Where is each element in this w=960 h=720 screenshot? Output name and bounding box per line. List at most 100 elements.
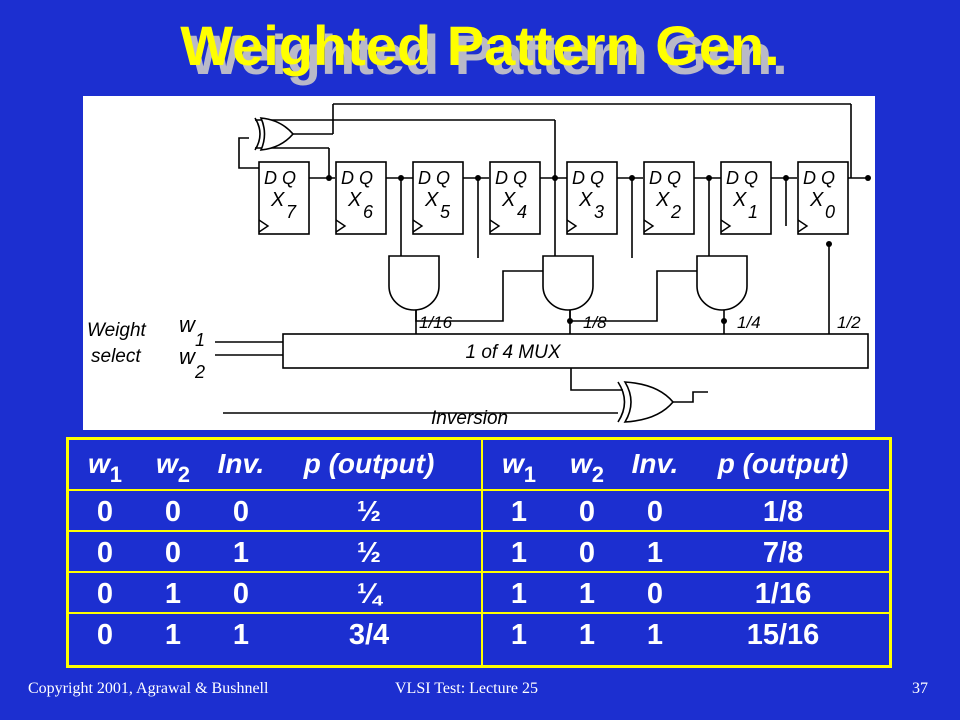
table-cell: 0 — [646, 578, 664, 610]
mux-box — [282, 333, 869, 369]
header-w1-sub: 1 — [109, 462, 123, 487]
flipflop-box — [797, 161, 849, 235]
clock-triangle-icon — [566, 219, 578, 233]
header-p-output: p (output) — [303, 448, 435, 479]
table-cell: 0 — [96, 619, 114, 651]
flipflop-dq-label: D Q — [341, 168, 373, 188]
header-w1-sub: 1 — [523, 462, 537, 487]
header-w2-main: w — [155, 448, 178, 479]
table-cell: 0 — [164, 496, 182, 528]
table-cell: 1 — [164, 578, 182, 610]
clock-triangle-icon — [720, 219, 732, 233]
table-hline — [69, 489, 889, 491]
flipflop-name: X — [578, 189, 593, 211]
table-cell: 1 — [578, 578, 596, 610]
flipflop-name: X — [655, 189, 670, 211]
and-gate-2 — [542, 255, 594, 311]
flipflop-box — [720, 161, 772, 235]
clock-triangle-icon — [489, 219, 501, 233]
table-cell: 1 — [646, 619, 664, 651]
table-cell: 1 — [510, 537, 528, 569]
table-cell: 1 — [232, 619, 250, 651]
flipflop-subscript: 7 — [286, 202, 297, 222]
flipflop: D QX1 — [720, 161, 772, 235]
header-w2: w2 — [557, 449, 617, 488]
xor-top-gate — [259, 117, 295, 151]
table-cell: 3/4 — [348, 619, 390, 651]
and-gate-3 — [696, 255, 748, 311]
mux-label: 1 of 4 MUX — [465, 342, 561, 363]
table-cell: 0 — [96, 537, 114, 569]
table-cell: 0 — [96, 578, 114, 610]
flipflop-box — [643, 161, 695, 235]
table-cell: 0 — [578, 496, 596, 528]
table-cell: 0 — [232, 496, 250, 528]
prob-label-4: 1/2 — [837, 313, 861, 332]
flipflop-box — [489, 161, 541, 235]
flipflop-name: X — [501, 189, 516, 211]
table-cell: 1 — [232, 537, 250, 569]
header-w1: w1 — [75, 448, 135, 488]
clock-triangle-icon — [335, 219, 347, 233]
table-cell: 1/16 — [754, 578, 812, 610]
title-text: Weighted Pattern Gen. — [180, 14, 780, 77]
weight-label-line1: Weight — [87, 320, 147, 341]
slide-title: Weighted Pattern Gen. Weighted Pattern G… — [0, 0, 960, 92]
header-w2-sub: 2 — [591, 462, 605, 487]
table-cell: 1 — [578, 619, 596, 651]
table-cell: 1 — [510, 619, 528, 651]
footer-page-number: 37 — [912, 680, 928, 697]
clock-triangle-icon — [258, 219, 270, 233]
header-w2-sub: 2 — [177, 462, 191, 487]
w1-main: w — [179, 312, 197, 337]
header-w1: w1 — [489, 448, 549, 488]
flipflop-name: X — [270, 189, 285, 211]
table-cell: ½ — [356, 537, 382, 569]
w2-sub: 2 — [194, 362, 205, 382]
flipflop: D QX3 — [566, 161, 618, 235]
table-cell: 1 — [646, 537, 664, 569]
flipflop-subscript: 3 — [594, 202, 604, 222]
flipflop-name: X — [424, 189, 439, 211]
table-vline — [481, 440, 483, 665]
table-cell: 1 — [510, 578, 528, 610]
flipflop-subscript: 6 — [363, 202, 374, 222]
and-gate-1 — [388, 255, 440, 311]
footer-copyright: Copyright 2001, Agrawal & Bushnell — [28, 680, 269, 697]
w1-sub: 1 — [195, 330, 205, 350]
table-cell: ¼ — [356, 578, 382, 610]
flipflop-name: X — [809, 189, 824, 211]
header-p-output: p (output) — [717, 448, 849, 479]
table-cell: 0 — [232, 578, 250, 610]
flipflop-subscript: 1 — [748, 202, 758, 222]
xor-output-gate — [623, 381, 675, 423]
flipflop-box — [566, 161, 618, 235]
prob-label-2: 1/8 — [583, 313, 607, 332]
header-w1-main: w — [87, 448, 110, 479]
flipflop-dq-label: D Q — [726, 168, 758, 188]
flipflop-dq-label: D Q — [495, 168, 527, 188]
flipflop-subscript: 4 — [517, 202, 527, 222]
flipflop-subscript: 0 — [825, 202, 835, 222]
flipflop-dq-label: D Q — [649, 168, 681, 188]
prob-label-3: 1/4 — [737, 313, 761, 332]
clock-triangle-icon — [643, 219, 655, 233]
flipflop: D QX6 — [335, 161, 387, 235]
table-hline — [69, 530, 889, 532]
flipflop-dq-label: D Q — [264, 168, 296, 188]
junction-dots — [326, 175, 871, 324]
flipflop: D QX2 — [643, 161, 695, 235]
footer-lecture: VLSI Test: Lecture 25 — [395, 680, 538, 697]
flipflop-subscript: 2 — [670, 202, 681, 222]
flipflop-dq-label: D Q — [572, 168, 604, 188]
prob-label-1: 1/16 — [419, 313, 453, 332]
table-hline — [69, 612, 889, 614]
table-hline — [69, 571, 889, 573]
w2-main: w — [179, 344, 197, 369]
header-w1-main: w — [501, 448, 524, 479]
table-cell: 7/8 — [762, 537, 804, 569]
